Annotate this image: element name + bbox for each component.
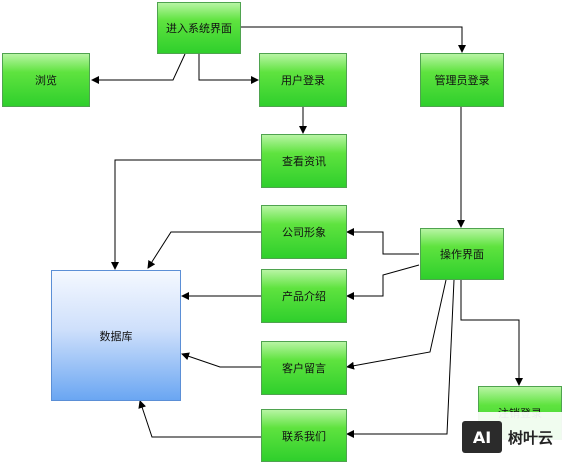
edge-op-company [346, 228, 419, 255]
node-view-info: 查看资讯 [261, 134, 347, 188]
edge-enter-admin [241, 26, 466, 53]
edge-op-contact [346, 279, 455, 438]
node-company-image: 公司形象 [261, 205, 347, 259]
edge-enter-browse [91, 53, 186, 84]
node-enter-system-label: 进入系统界面 [166, 22, 232, 35]
node-view-info-label: 查看资讯 [282, 155, 326, 168]
edge-op-product [346, 264, 420, 300]
node-contact-us: 联系我们 [261, 409, 347, 462]
edge-message-db [181, 352, 261, 368]
watermark-logo: AI [462, 421, 502, 453]
edge-op-logout [460, 280, 523, 386]
node-company-image-label: 公司形象 [282, 226, 326, 239]
edge-op-message [346, 279, 447, 370]
node-operation-ui: 操作界面 [420, 228, 504, 280]
edge-enter-user [198, 54, 259, 84]
node-contact-us-label: 联系我们 [282, 429, 326, 443]
node-admin-login: 管理员登录 [420, 53, 504, 107]
node-enter-system: 进入系统界面 [157, 2, 241, 54]
node-browse-label: 浏览 [35, 74, 57, 87]
node-product-intro-label: 产品介绍 [282, 290, 326, 303]
node-operation-ui-label: 操作界面 [440, 248, 484, 261]
node-admin-login-label: 管理员登录 [434, 74, 490, 87]
node-user-login-label: 用户登录 [281, 74, 325, 87]
node-product-intro: 产品介绍 [261, 269, 347, 323]
edge-contact-db [138, 400, 261, 438]
node-database: 数据库 [51, 270, 181, 401]
node-browse: 浏览 [2, 53, 90, 107]
edge-view-db [111, 159, 261, 270]
watermark: AI 树叶云 [458, 412, 563, 462]
node-user-login: 用户登录 [259, 53, 347, 107]
node-customer-message-label: 客户留言 [282, 362, 326, 375]
node-database-label: 数据库 [99, 329, 133, 343]
edge-company-db [147, 231, 261, 269]
node-customer-message: 客户留言 [261, 341, 347, 395]
watermark-text: 树叶云 [508, 428, 554, 447]
